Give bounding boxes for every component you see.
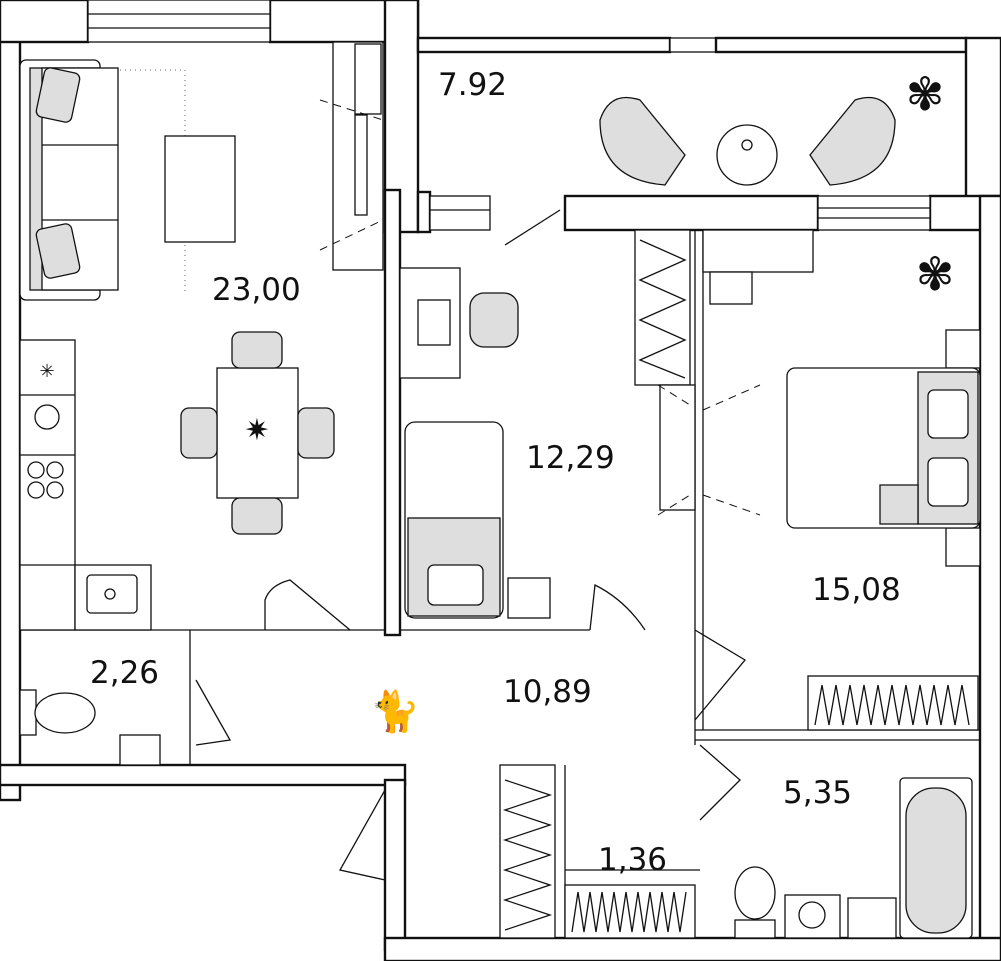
bathroom-room xyxy=(734,777,973,939)
bathroom-sink-icon xyxy=(847,897,897,939)
area-bedroom-main: 15,08 xyxy=(812,572,901,608)
bedroom-main-room: ✾ xyxy=(702,229,981,731)
living-kitchen-room: ✷ ✳ xyxy=(19,41,384,631)
office-chair-icon xyxy=(469,292,519,348)
balcony-room: ✾ xyxy=(599,67,945,186)
wall-balcony-bottom xyxy=(563,194,820,232)
doors xyxy=(195,209,746,881)
stove-icon xyxy=(27,461,45,479)
round-table-icon xyxy=(716,124,778,186)
plant-icon-2: ✾ xyxy=(916,247,955,301)
wall-bottom xyxy=(383,936,1001,961)
door-entrance xyxy=(339,789,386,881)
wall-kitchen-right xyxy=(383,0,420,234)
door-wc xyxy=(195,679,232,746)
door-bedroom-main xyxy=(694,629,746,721)
centerpiece-icon: ✷ xyxy=(244,413,269,448)
chair-icon xyxy=(231,331,283,369)
window-top xyxy=(87,0,271,43)
area-balcony: 7.92 xyxy=(438,67,507,103)
sink-icon xyxy=(86,574,138,614)
hall-room: 🐈 xyxy=(370,688,696,939)
kitchen-counter xyxy=(19,339,76,631)
door-bathroom xyxy=(699,744,741,821)
wall-bottom-left xyxy=(0,763,407,787)
area-wc: 2,26 xyxy=(90,655,159,691)
hall-wardrobe-icon xyxy=(499,764,556,939)
coffee-table-icon xyxy=(164,135,236,243)
armchair-icon xyxy=(599,96,686,186)
wall-top-left xyxy=(0,0,90,44)
balcony-wall-right xyxy=(964,36,1001,200)
door-bedroom-small xyxy=(589,584,646,631)
wc-sink-icon xyxy=(119,734,161,766)
oven-icon xyxy=(34,404,60,430)
tv-stand-icon xyxy=(709,271,753,305)
balcony-wall-top xyxy=(416,36,672,54)
area-living-kitchen: 23,00 xyxy=(212,272,301,308)
bathroom-toilet-icon xyxy=(734,866,776,920)
extractor-icon: ✳ xyxy=(39,361,54,382)
door-kitchen xyxy=(264,579,351,631)
nightstand-icon xyxy=(507,577,551,619)
area-bathroom: 5,35 xyxy=(783,775,852,811)
wall-kitchen-right-lower xyxy=(383,188,402,637)
area-hall: 10,89 xyxy=(503,674,592,710)
wall-left xyxy=(0,0,22,802)
laptop-icon xyxy=(417,299,451,346)
area-bedroom-small: 12,29 xyxy=(526,440,615,476)
plant-icon: ✾ xyxy=(906,67,945,121)
wc-room xyxy=(19,689,161,766)
cat-icon: 🐈 xyxy=(370,688,420,735)
bedroom-small-room xyxy=(399,229,696,619)
door-balcony xyxy=(504,209,561,246)
wall-right xyxy=(978,194,1001,948)
area-storage: 1,36 xyxy=(598,842,667,878)
area-labels: 23,00 7.92 12,29 15,08 2,26 10,89 5,35 1… xyxy=(90,67,901,878)
toilet-icon xyxy=(34,692,96,734)
